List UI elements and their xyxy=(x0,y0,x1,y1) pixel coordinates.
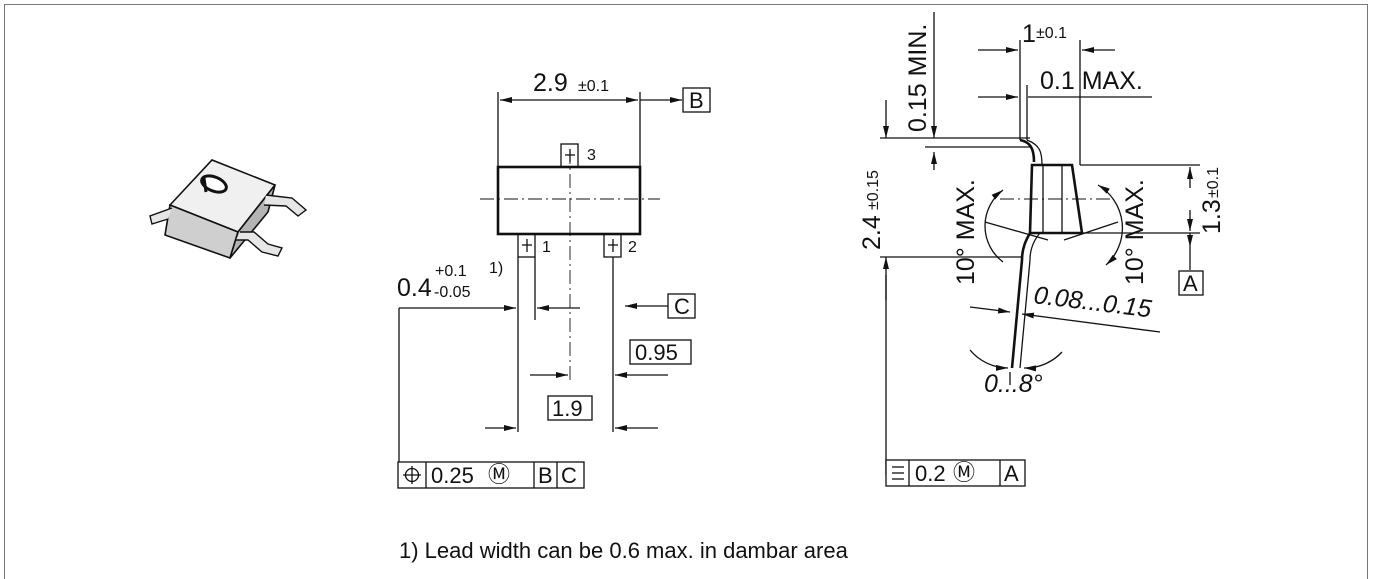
front-view: 3 1 2 2.9 ±0.1 B C 0.4 +0.1 -0.05 1) xyxy=(397,69,711,489)
coplanarity-tolerance-frame: 0.2 Ⓜ A xyxy=(885,459,1026,487)
datum-b: B xyxy=(689,88,704,113)
tolerance-ref-c: C xyxy=(561,463,577,488)
package-3d-icon xyxy=(149,159,308,260)
draft-angle-left: 10° MAX. xyxy=(952,179,980,285)
body-height-dimension: 1.3 xyxy=(1198,199,1226,234)
lead-max-dimension: 0.1 MAX. xyxy=(1040,67,1143,95)
coplanarity-ref-a: A xyxy=(1004,461,1019,486)
footnote: 1) Lead width can be 0.6 max. in dambar … xyxy=(399,538,849,563)
pin-1 xyxy=(517,233,536,258)
pin-3-label: 3 xyxy=(587,147,596,164)
drawing-frame xyxy=(4,4,1368,579)
pitch-full-box xyxy=(547,395,593,421)
width-dimension: 2.9 xyxy=(533,69,568,97)
pin-3 xyxy=(560,143,579,168)
pin-2-label: 2 xyxy=(628,239,637,256)
lead-width-tol-plus: +0.1 xyxy=(435,263,467,280)
total-height-tolerance: ±0.15 xyxy=(865,170,882,210)
standoff-dimension: 0.15 MIN. xyxy=(904,24,932,132)
total-height-dimension: 2.4 xyxy=(858,215,886,250)
coplanarity-value: 0.2 xyxy=(915,461,946,486)
datum-b-box xyxy=(682,87,711,113)
lead-angle: 0...8° xyxy=(984,370,1043,398)
pin-1-label: 1 xyxy=(542,239,551,256)
lead-length-dimension: 1 xyxy=(1022,20,1036,48)
side-view: 0.15 MIN. 1 ±0.1 0.1 MAX. 2.4 ±0.15 1.3 … xyxy=(858,12,1226,487)
lead-width-dimension: 0.4 xyxy=(397,274,432,302)
side-mmc-modifier: Ⓜ xyxy=(953,460,975,485)
position-tolerance-value: 0.25 xyxy=(431,463,474,488)
logo-mark-icon xyxy=(202,177,208,193)
package-body-outline xyxy=(496,165,642,236)
lead-length-tolerance: ±0.1 xyxy=(1036,25,1067,42)
pitch-half-box xyxy=(629,339,692,365)
datum-c-box xyxy=(667,293,696,319)
body-height-tolerance: ±0.1 xyxy=(1205,167,1222,198)
lead-width-tol-minus: -0.05 xyxy=(434,284,471,301)
mmc-modifier: Ⓜ xyxy=(488,462,510,487)
width-tolerance: ±0.1 xyxy=(578,78,609,95)
datum-c: C xyxy=(674,294,690,319)
position-tolerance-frame: 0.25 Ⓜ B C xyxy=(397,461,585,489)
pitch-half: 0.95 xyxy=(635,340,678,365)
datum-a-box xyxy=(1178,270,1204,296)
datum-a: A xyxy=(1183,271,1198,296)
lead-thickness: 0.08...0.15 xyxy=(1032,281,1153,323)
draft-angle-right: 10° MAX. xyxy=(1121,179,1149,285)
tolerance-ref-b: B xyxy=(538,463,553,488)
coplanarity-symbol-icon xyxy=(892,466,904,480)
lead-note-ref: 1) xyxy=(489,260,503,277)
pitch-full: 1.9 xyxy=(552,396,583,421)
